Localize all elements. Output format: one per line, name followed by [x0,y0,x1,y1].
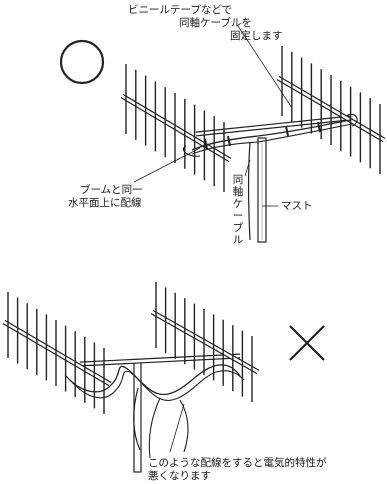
note-tape-line3: 固定します [230,30,283,42]
note-tape-line1: ビニールテープなどで [128,4,233,16]
correct-mark-circle [59,39,105,85]
boom-note-line2: 水平面上に配線 [68,197,142,209]
coax-cable-vertical-label: 同軸ケーブル [232,174,244,246]
leader-lines-top [133,25,293,207]
correct-wiring-figure [120,25,386,243]
mast-top [257,137,267,243]
warning-line1: このような配線をすると電気的特性が [148,457,327,469]
left-yagi-boom [120,93,232,163]
right-yagi-elements-bottom [155,282,253,402]
right-yagi-elements [281,46,381,174]
incorrect-wiring-figure [2,282,260,473]
incorrect-mark-x [289,325,325,361]
coax-cable-top [191,119,351,151]
tape-fixings [204,121,321,150]
left-yagi-elements-bottom [7,292,105,414]
note-tape-line2: 同軸ケーブルを [179,17,252,29]
boom-note-line1: ブームと同一 [80,184,143,196]
left-yagi-elements [125,64,225,192]
sagging-coax-cable [65,364,241,396]
left-yagi-boom-bottom [2,319,112,387]
coax-down-mast [247,141,251,241]
warning-line2: 悪くなります [148,470,211,482]
right-yagi-boom-bottom [150,309,260,375]
leader-line-bottom [169,403,185,453]
mast-label: マスト [281,200,313,212]
